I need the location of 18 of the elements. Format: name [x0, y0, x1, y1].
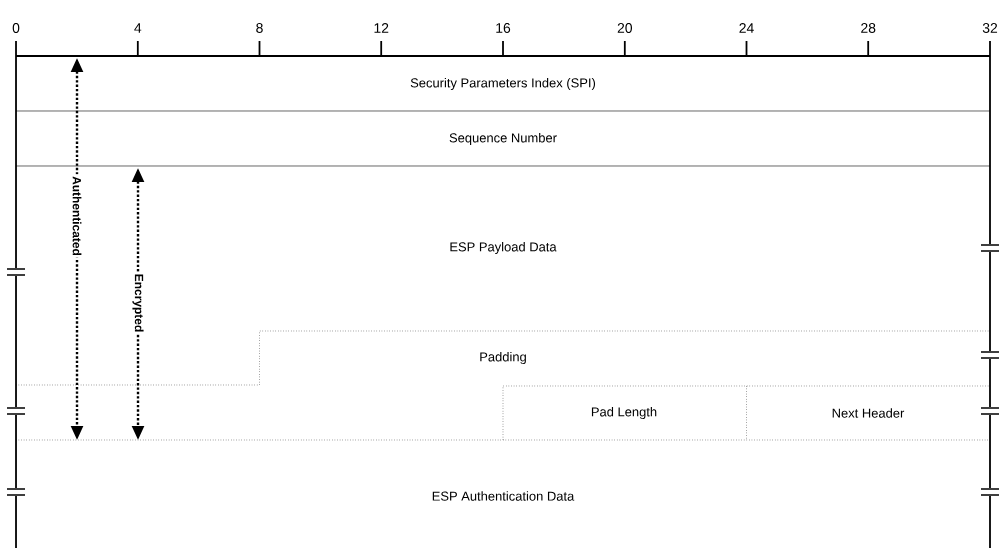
bit-number: 24 [739, 23, 754, 33]
bit-number: 12 [374, 23, 389, 33]
field-label: Padding [480, 351, 526, 365]
range-label: Authenticated [70, 174, 84, 258]
field-label: Security Parameters Index (SPI) [410, 77, 596, 91]
bit-number: 16 [496, 23, 511, 33]
bit-number: 0 [12, 23, 20, 33]
bit-number: 32 [982, 23, 998, 33]
range-label: Encrypted [130, 271, 146, 335]
field-label: Next Header [832, 408, 905, 418]
bit-number: 4 [134, 23, 142, 33]
bit-number: 8 [256, 23, 263, 33]
field-label: ESP Payload Data [450, 241, 557, 255]
field-label: Pad Length [591, 406, 657, 420]
bit-number: 28 [861, 23, 876, 33]
field-label: Sequence Number [449, 132, 557, 146]
field-label: ESP Authentication Data [432, 491, 575, 501]
bit-number: 20 [617, 23, 632, 33]
